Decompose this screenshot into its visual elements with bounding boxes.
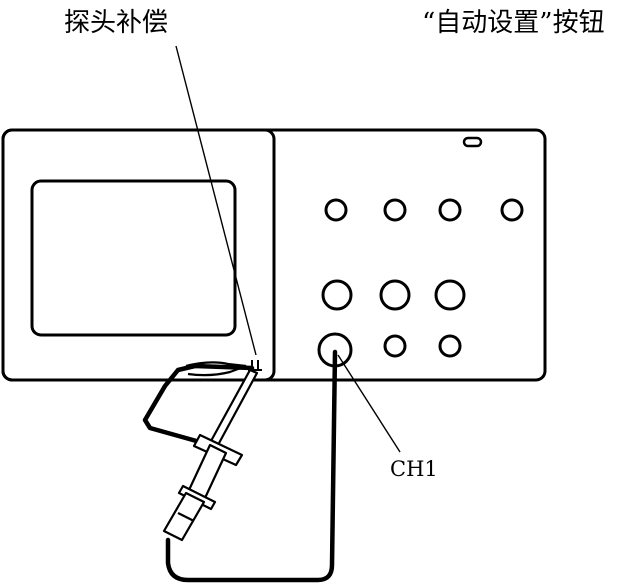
knob-small [500,198,524,222]
knob-panel [317,198,524,368]
knob-large [379,279,411,311]
knob-large [321,279,353,311]
ch1-label: CH1 [390,457,438,481]
knob-small [438,334,462,358]
probe [162,368,259,542]
knob-small [438,198,462,222]
oscilloscope-body [1,128,547,382]
knob-small [383,198,407,222]
leader-lines [175,45,401,453]
probe-compensation-leader [175,45,257,356]
ch1-leader [337,354,401,453]
knob-small [383,334,407,358]
knob-large [434,279,466,311]
auto-set-button-label: “自动设置”按钮 [422,8,605,38]
knob-small [324,198,348,222]
screen-section [1,128,276,382]
probe-cable [165,349,338,583]
probe-compensation-label: 探头补偿 [64,8,168,38]
display-screen [30,179,237,337]
probe-barrel [187,443,228,500]
auto-set-button [462,136,483,148]
